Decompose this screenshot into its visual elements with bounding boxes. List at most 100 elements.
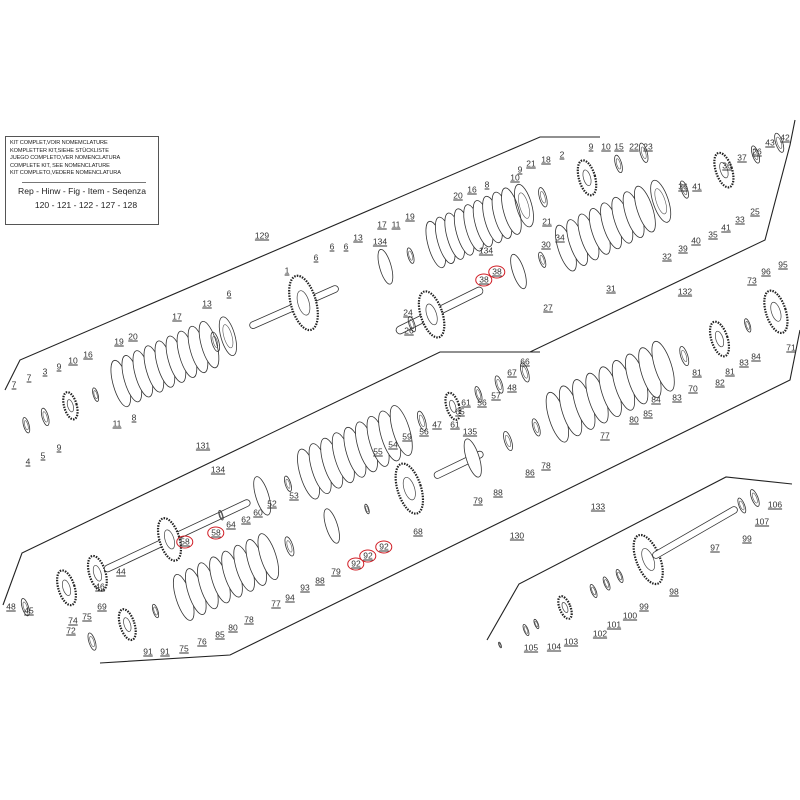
part-label-38-highlighted[interactable]: 38 [475, 273, 493, 287]
part-label-94[interactable]: 94 [285, 592, 295, 603]
part-label-61[interactable]: 61 [461, 397, 471, 408]
part-label-1[interactable]: 1 [284, 265, 290, 276]
part-label-46[interactable]: 46 [95, 581, 105, 592]
part-label-74[interactable]: 74 [68, 615, 78, 626]
part-label-33[interactable]: 33 [735, 214, 745, 225]
part-label-10[interactable]: 10 [510, 172, 520, 183]
part-label-16[interactable]: 16 [83, 349, 93, 360]
part-label-62[interactable]: 62 [241, 514, 251, 525]
part-label-83[interactable]: 83 [672, 392, 682, 403]
part-label-77[interactable]: 77 [600, 430, 610, 441]
part-label-41[interactable]: 41 [721, 222, 731, 233]
part-label-17[interactable]: 17 [172, 311, 182, 322]
part-label-73[interactable]: 73 [747, 275, 757, 286]
part-label-134[interactable]: 134 [478, 245, 494, 256]
part-label-8[interactable]: 8 [484, 179, 490, 190]
part-label-48[interactable]: 48 [507, 382, 517, 393]
part-label-44[interactable]: 44 [116, 566, 126, 577]
part-label-133[interactable]: 133 [590, 501, 606, 512]
part-label-131[interactable]: 131 [195, 440, 211, 451]
part-label-17[interactable]: 17 [377, 219, 387, 230]
part-label-9[interactable]: 9 [517, 164, 523, 175]
part-label-75[interactable]: 75 [82, 611, 92, 622]
part-label-42[interactable]: 42 [780, 132, 790, 143]
part-label-34[interactable]: 34 [555, 232, 565, 243]
part-label-99[interactable]: 99 [639, 601, 649, 612]
part-label-103[interactable]: 103 [563, 636, 579, 647]
part-label-47[interactable]: 47 [432, 419, 442, 430]
part-label-8[interactable]: 8 [131, 412, 137, 423]
part-label-134[interactable]: 134 [210, 464, 226, 475]
part-label-92-highlighted[interactable]: 92 [359, 549, 377, 563]
part-label-88[interactable]: 88 [315, 575, 325, 586]
part-label-99[interactable]: 99 [742, 533, 752, 544]
part-label-98[interactable]: 98 [669, 586, 679, 597]
part-label-60[interactable]: 60 [253, 507, 263, 518]
part-label-58-highlighted[interactable]: 58 [176, 535, 194, 549]
part-label-68[interactable]: 68 [413, 526, 423, 537]
part-label-36[interactable]: 36 [678, 181, 688, 192]
part-label-84[interactable]: 84 [651, 394, 661, 405]
part-label-105[interactable]: 105 [523, 642, 539, 653]
part-label-15[interactable]: 15 [614, 141, 624, 152]
part-label-10[interactable]: 10 [68, 355, 78, 366]
part-label-6[interactable]: 6 [329, 241, 335, 252]
part-label-64[interactable]: 64 [226, 519, 236, 530]
part-label-85[interactable]: 85 [643, 408, 653, 419]
part-label-55[interactable]: 55 [373, 446, 383, 457]
part-label-92-highlighted[interactable]: 92 [375, 540, 393, 554]
part-label-9[interactable]: 9 [56, 361, 62, 372]
part-label-20[interactable]: 20 [453, 190, 463, 201]
part-label-81[interactable]: 81 [725, 366, 735, 377]
part-label-78[interactable]: 78 [244, 614, 254, 625]
part-label-56[interactable]: 56 [477, 397, 487, 408]
part-label-26[interactable]: 26 [752, 146, 762, 157]
part-label-58-highlighted[interactable]: 58 [207, 526, 225, 540]
part-label-134[interactable]: 134 [372, 236, 388, 247]
part-label-26[interactable]: 26 [404, 325, 414, 336]
part-label-31[interactable]: 31 [606, 283, 616, 294]
part-label-35[interactable]: 35 [708, 229, 718, 240]
part-label-91[interactable]: 91 [143, 646, 153, 657]
part-label-57[interactable]: 57 [491, 390, 501, 401]
part-label-79[interactable]: 79 [331, 566, 341, 577]
part-label-56[interactable]: 56 [419, 426, 429, 437]
part-label-96[interactable]: 96 [761, 266, 771, 277]
part-label-21[interactable]: 21 [542, 216, 552, 227]
part-label-100[interactable]: 100 [622, 610, 638, 621]
part-label-104[interactable]: 104 [546, 641, 562, 652]
part-label-93[interactable]: 93 [300, 582, 310, 593]
part-label-54[interactable]: 54 [388, 439, 398, 450]
part-label-78[interactable]: 78 [541, 460, 551, 471]
part-label-27[interactable]: 27 [543, 302, 553, 313]
part-label-36[interactable]: 36 [722, 160, 732, 171]
part-label-38-highlighted[interactable]: 38 [488, 265, 506, 279]
part-label-59[interactable]: 59 [402, 431, 412, 442]
part-label-84[interactable]: 84 [751, 351, 761, 362]
part-label-102[interactable]: 102 [592, 628, 608, 639]
part-label-53[interactable]: 53 [289, 490, 299, 501]
part-label-2[interactable]: 2 [559, 149, 565, 160]
part-label-30[interactable]: 30 [541, 239, 551, 250]
part-label-7[interactable]: 7 [26, 372, 32, 383]
part-label-45[interactable]: 45 [24, 605, 34, 616]
part-label-25[interactable]: 25 [750, 206, 760, 217]
part-label-135[interactable]: 135 [462, 426, 478, 437]
part-label-70[interactable]: 70 [688, 383, 698, 394]
part-label-16[interactable]: 16 [467, 184, 477, 195]
part-label-72[interactable]: 72 [66, 625, 76, 636]
part-label-86[interactable]: 86 [525, 467, 535, 478]
part-label-11[interactable]: 11 [112, 418, 122, 429]
part-label-11[interactable]: 11 [391, 219, 401, 230]
part-label-129[interactable]: 129 [254, 230, 270, 241]
part-label-9[interactable]: 9 [588, 141, 594, 152]
part-label-41[interactable]: 41 [692, 181, 702, 192]
part-label-61[interactable]: 61 [450, 419, 460, 430]
part-label-5[interactable]: 5 [40, 450, 46, 461]
part-label-43[interactable]: 43 [765, 137, 775, 148]
part-label-66[interactable]: 66 [520, 356, 530, 367]
part-label-77[interactable]: 77 [271, 598, 281, 609]
part-label-130[interactable]: 130 [509, 530, 525, 541]
part-label-82[interactable]: 82 [715, 377, 725, 388]
part-label-92-highlighted[interactable]: 92 [347, 557, 365, 571]
